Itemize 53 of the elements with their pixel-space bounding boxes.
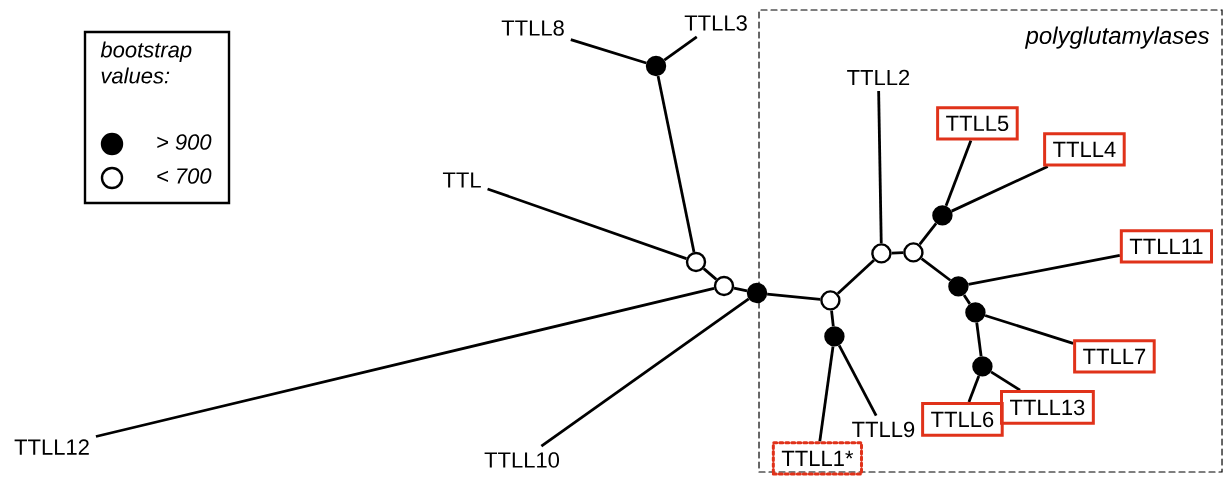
branch-line bbox=[487, 187, 687, 260]
branch-line bbox=[830, 310, 835, 327]
branch-line bbox=[836, 259, 875, 295]
branch-line bbox=[663, 35, 698, 62]
branch-line bbox=[967, 375, 981, 403]
open-circle bbox=[713, 275, 735, 297]
branch-line bbox=[570, 38, 647, 65]
leaf-label: TTLL12 bbox=[14, 439, 89, 455]
label-box: TTLL4 bbox=[1043, 132, 1126, 167]
filled-circle bbox=[972, 356, 993, 377]
open-circle bbox=[871, 243, 892, 264]
leaf-label: TTLL9 bbox=[852, 421, 915, 438]
label-box: TTLL1* bbox=[771, 441, 863, 476]
branch-line bbox=[990, 370, 1021, 392]
legend-title: bootstrap values: bbox=[100, 41, 192, 84]
leaf-label: TTL bbox=[442, 172, 481, 188]
leaf-label: TTLL2 bbox=[847, 69, 910, 86]
open-circle bbox=[685, 251, 707, 273]
filled-circle bbox=[746, 282, 768, 304]
legend-text: < 700 bbox=[157, 168, 212, 184]
branch-line bbox=[944, 140, 973, 207]
label-box: TTLL11 bbox=[1119, 229, 1213, 264]
branch-line bbox=[962, 294, 971, 305]
open-circle bbox=[903, 242, 924, 263]
filled-circle bbox=[965, 302, 986, 323]
branch-line bbox=[837, 344, 878, 417]
filled-circle bbox=[824, 326, 845, 347]
branch-line bbox=[920, 257, 952, 282]
branch-line bbox=[918, 222, 938, 246]
branch-line bbox=[540, 297, 750, 448]
branch-line bbox=[656, 75, 696, 253]
filled-circle bbox=[932, 205, 953, 226]
branch-line bbox=[767, 292, 821, 301]
branch-line bbox=[984, 314, 1074, 345]
branch-line bbox=[951, 165, 1049, 213]
label-box: TTLL13 bbox=[1000, 390, 1095, 425]
leaf-label: TTLL3 bbox=[684, 15, 747, 31]
branch-line bbox=[818, 346, 835, 442]
branch-line bbox=[95, 287, 715, 438]
open-circle bbox=[820, 290, 841, 311]
label-box: TTLL6 bbox=[921, 402, 1004, 437]
branch-line bbox=[877, 91, 883, 244]
label-box: TTLL7 bbox=[1073, 339, 1156, 374]
label-box: TTLL5 bbox=[936, 106, 1019, 141]
filled-circle bbox=[645, 55, 667, 77]
legend-text: > 900 bbox=[157, 134, 212, 150]
branch-line bbox=[975, 322, 983, 357]
branch-line bbox=[968, 254, 1121, 286]
leaf-label: TTLL8 bbox=[501, 20, 564, 36]
branch-line bbox=[702, 267, 718, 281]
branch-line bbox=[733, 286, 748, 293]
filled-circle bbox=[948, 276, 969, 297]
leaf-label: TTLL10 bbox=[484, 452, 560, 468]
